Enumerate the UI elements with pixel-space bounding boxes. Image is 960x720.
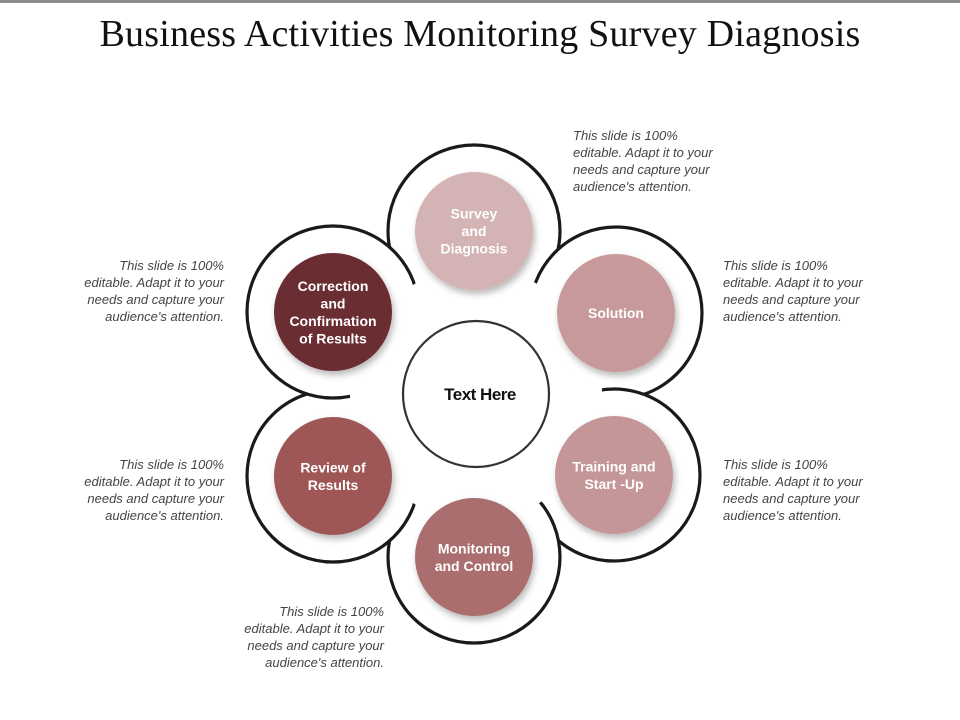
- node-review: Review of Results: [274, 417, 392, 535]
- node-solution: Solution: [557, 254, 675, 372]
- note-upper-right: This slide is 100% editable. Adapt it to …: [723, 257, 883, 325]
- note-line: This slide is 100%: [573, 128, 678, 143]
- note-line: editable. Adapt it to your: [573, 145, 713, 160]
- note-line: audience's attention.: [265, 655, 384, 670]
- node-label-review: Review of: [300, 459, 366, 475]
- note-line: audience's attention.: [105, 508, 224, 523]
- note-line: This slide is 100%: [279, 604, 384, 619]
- note-line: editable. Adapt it to your: [84, 275, 224, 290]
- node-circle-review: [274, 417, 392, 535]
- note-bottom: This slide is 100% editable. Adapt it to …: [224, 603, 384, 671]
- node-circle-solution: [557, 254, 675, 372]
- center-circle: [401, 319, 551, 469]
- node-label-monitoring: Monitoring: [438, 540, 510, 556]
- node-monitoring: Monitoring and Control: [415, 498, 533, 616]
- note-line: This slide is 100%: [119, 457, 224, 472]
- node-label-survey: and: [462, 223, 487, 239]
- center-label: Text Here: [444, 385, 516, 404]
- node-label-correction: and: [321, 295, 346, 311]
- note-top: This slide is 100% editable. Adapt it to …: [573, 127, 733, 195]
- slide-title: Business Activities Monitoring Survey Di…: [99, 13, 861, 55]
- node-label-correction: Confirmation: [289, 313, 376, 329]
- note-line: needs and capture your: [723, 491, 860, 506]
- note-line: audience's attention.: [723, 309, 842, 324]
- node-label-correction: of Results: [299, 330, 367, 346]
- note-line: audience's attention.: [723, 508, 842, 523]
- note-line: editable. Adapt it to your: [723, 474, 863, 489]
- note-line: needs and capture your: [247, 638, 384, 653]
- node-label-correction: Correction: [298, 278, 369, 294]
- note-line: needs and capture your: [87, 491, 224, 506]
- node-circle-monitoring: [415, 498, 533, 616]
- note-line: needs and capture your: [573, 162, 710, 177]
- node-circle-training: [555, 416, 673, 534]
- note-lower-left: This slide is 100% editable. Adapt it to …: [64, 456, 224, 524]
- note-line: This slide is 100%: [119, 258, 224, 273]
- top-rule: [0, 0, 960, 3]
- note-line: needs and capture your: [723, 292, 860, 307]
- node-label-solution: Solution: [588, 305, 644, 321]
- node-label-training: Start -Up: [584, 476, 643, 492]
- node-label-monitoring: and Control: [435, 558, 514, 574]
- note-line: needs and capture your: [87, 292, 224, 307]
- note-lower-right: This slide is 100% editable. Adapt it to …: [723, 456, 883, 524]
- node-circle-survey: [415, 172, 533, 290]
- note-line: audience's attention.: [105, 309, 224, 324]
- node-label-training: Training and: [572, 458, 655, 474]
- note-line: editable. Adapt it to your: [723, 275, 863, 290]
- note-upper-left: This slide is 100% editable. Adapt it to …: [64, 257, 224, 325]
- node-label-review: Results: [308, 477, 359, 493]
- note-line: editable. Adapt it to your: [84, 474, 224, 489]
- node-label-survey: Diagnosis: [441, 241, 508, 257]
- node-label-survey: Survey: [451, 206, 498, 222]
- note-line: editable. Adapt it to your: [244, 621, 384, 636]
- note-line: This slide is 100%: [723, 457, 828, 472]
- center-group: Text Here: [401, 319, 551, 469]
- note-line: This slide is 100%: [723, 258, 828, 273]
- node-circle-correction: [274, 253, 392, 371]
- note-line: audience's attention.: [573, 179, 692, 194]
